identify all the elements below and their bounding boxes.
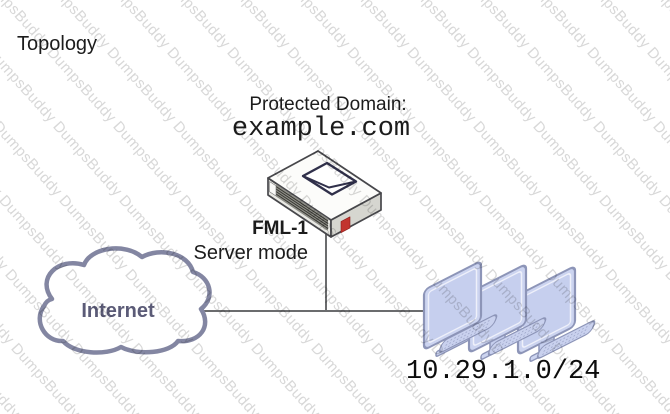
vent-grille <box>276 184 328 231</box>
keyboard-icon <box>438 314 498 353</box>
front-label-strip <box>269 181 277 197</box>
lan-subnet-label: 10.29.1.0/24 <box>406 357 601 387</box>
brand-logo-icon <box>340 216 351 233</box>
mail-appliance-icon <box>267 150 382 238</box>
keyboard-icon <box>536 320 596 359</box>
protected-domain-label: Protected Domain: <box>249 94 407 115</box>
workstation-icon <box>422 261 483 357</box>
envelope-icon <box>301 161 358 196</box>
cloud-icon <box>37 246 212 355</box>
internet-label: Internet <box>81 300 155 322</box>
appliance-mode-label: Server mode <box>193 242 309 264</box>
keyboard-icon <box>487 317 547 356</box>
page-title: Topology <box>17 33 98 55</box>
appliance-name-label: FML-1 <box>252 218 308 239</box>
protected-domain-value: example.com <box>231 114 411 144</box>
